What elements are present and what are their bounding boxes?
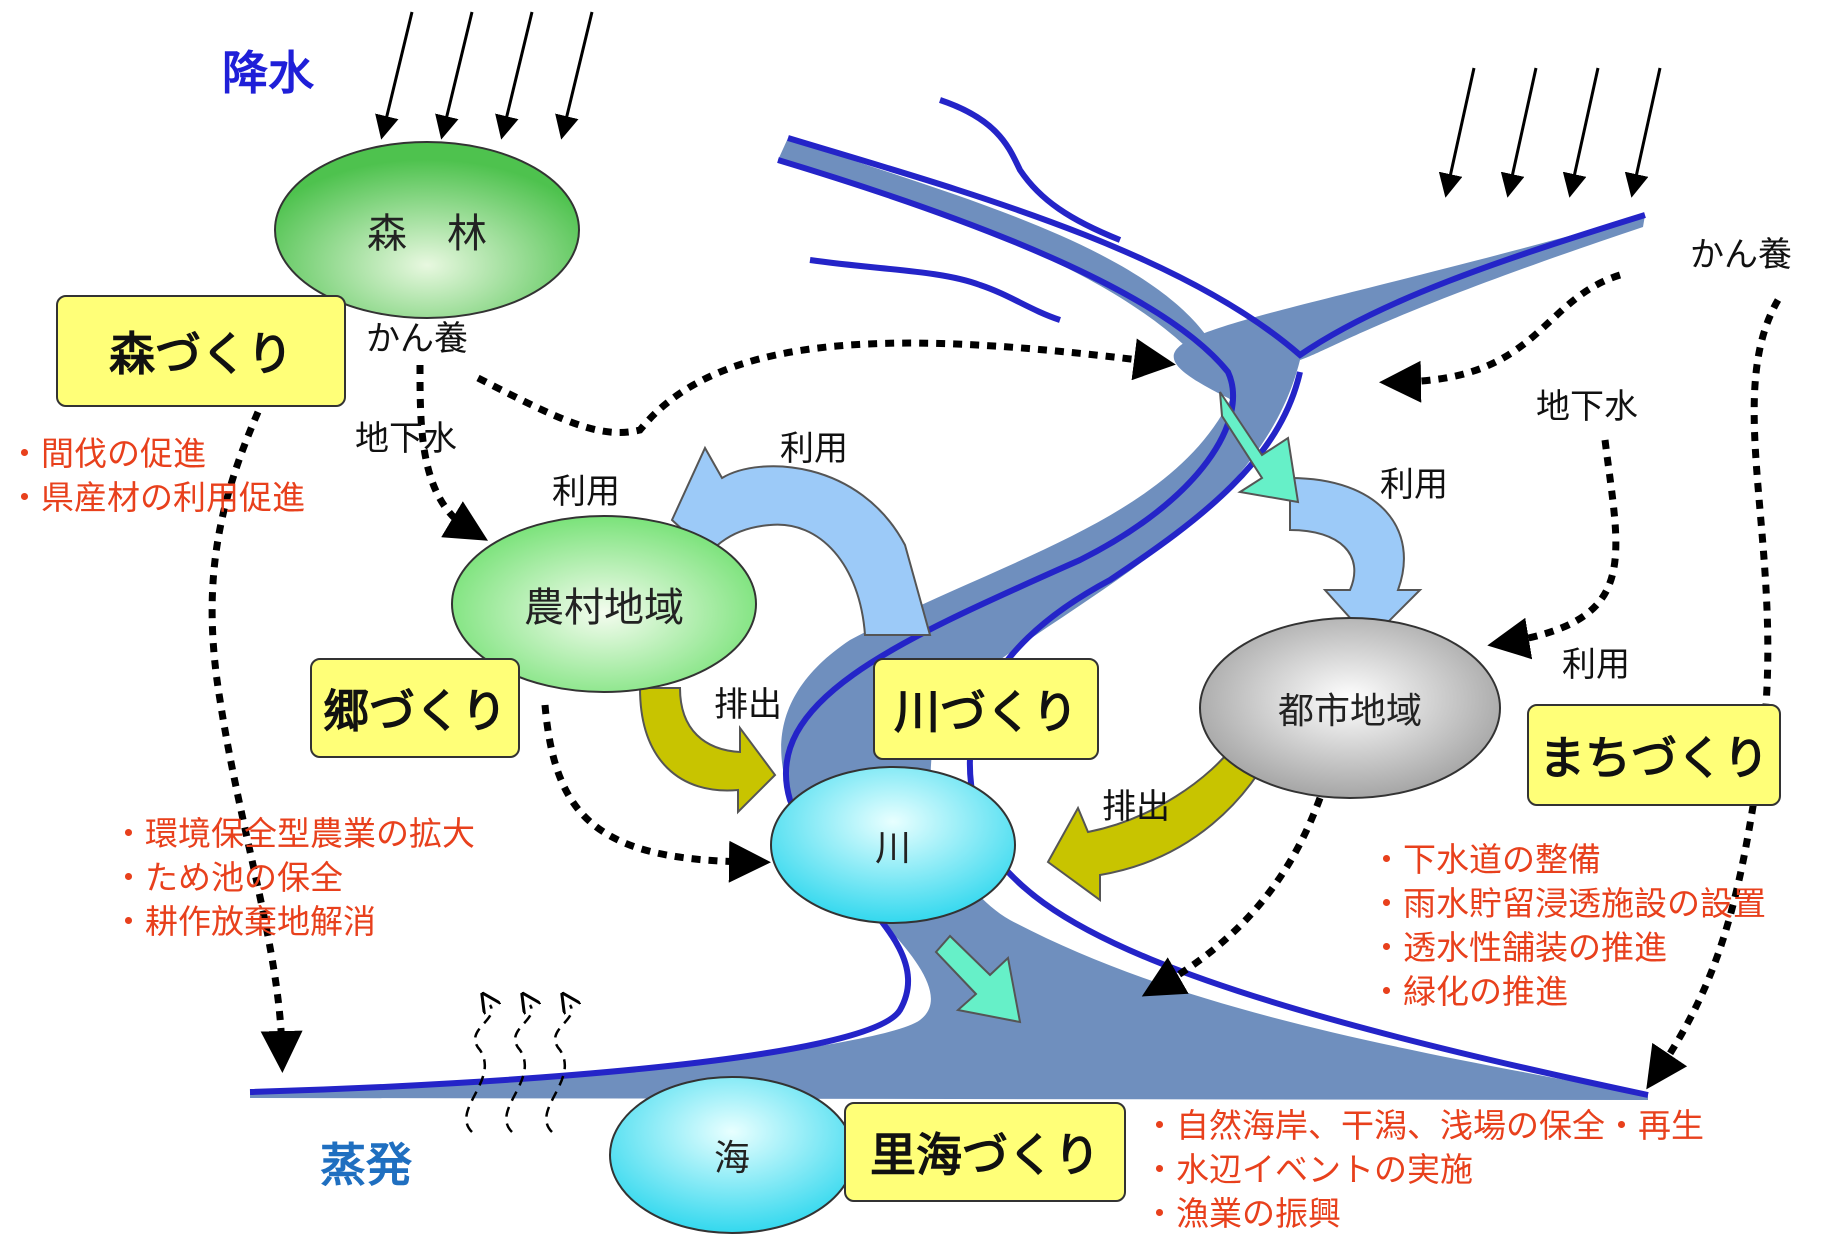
forest-making-box: 森づくり — [56, 295, 346, 407]
forest-measures: ・間伐の促進 ・県産材の利用促進 — [8, 432, 305, 520]
sea-measures: ・自然海岸、干潟、浅場の保全・再生 ・水辺イベントの実施 ・漁業の振興 — [1143, 1104, 1704, 1234]
recharge-label-right: かん養 — [1690, 235, 1792, 275]
city-measure-item: ・雨水貯留浸透施設の設置 — [1370, 884, 1766, 923]
discharge-arrow-farm-to-river — [638, 687, 777, 815]
river-making-box: 川づくり — [873, 658, 1099, 760]
farm-measure-item: ・耕作放棄地解消 — [112, 902, 376, 941]
city-measures: ・下水道の整備 ・雨水貯留浸透施設の設置 ・透水性舗装の推進 ・緑化の推進 — [1370, 838, 1766, 1014]
tributary-lower — [809, 257, 1061, 323]
flow-right-recharge-to-sea — [1646, 298, 1782, 1090]
discharge-label-farm: 排出 — [714, 685, 782, 725]
farm-node-shape — [451, 515, 757, 693]
river-node-shape — [770, 766, 1016, 924]
flow-arrow-lower — [934, 934, 1022, 1024]
recharge-label-left: かん養 — [366, 319, 468, 359]
river-node-label: 川 — [874, 828, 911, 869]
flow-arrow-upper — [1219, 391, 1300, 504]
city-node-label: 都市地域 — [1277, 691, 1422, 732]
use-label-city-right: 利用 — [1562, 645, 1630, 685]
farm-node-label: 農村地域 — [524, 585, 684, 631]
forest-node-label: 森 林 — [367, 211, 487, 257]
use-label-city-top: 利用 — [1380, 465, 1448, 505]
city-node-shape — [1199, 617, 1501, 799]
sea-measure-item: ・水辺イベントの実施 — [1143, 1150, 1473, 1189]
town-making-box: まちづくり — [1527, 704, 1781, 806]
use-label-farm-left: 利用 — [552, 472, 620, 512]
discharge-label-city: 排出 — [1102, 787, 1170, 827]
evaporation-label: 蒸発 — [320, 1138, 412, 1192]
flow-forest-to-river — [476, 338, 1176, 436]
river-bank-right-lower — [966, 371, 1649, 1098]
sea-node-label: 海 — [713, 1138, 750, 1179]
use-arrow-river-to-city — [1289, 476, 1423, 642]
rain-arrows-right — [1438, 67, 1662, 198]
city-measure-item: ・透水性舗装の推進 — [1370, 928, 1667, 967]
tributary-upper — [939, 97, 1122, 243]
flow-forest-to-sea — [208, 410, 303, 1073]
forest-node-shape — [274, 141, 580, 319]
river-banks — [249, 97, 1649, 1098]
sea-measure-item: ・漁業の振興 — [1143, 1194, 1341, 1233]
farm-measure-item: ・環境保全型農業の拡大 — [112, 814, 475, 853]
river-bank-right — [787, 135, 1646, 359]
flow-right-groundwater-to-city — [1487, 439, 1620, 660]
farm-measure-item: ・ため池の保全 — [112, 858, 343, 897]
sea-measure-item: ・自然海岸、干潟、浅場の保全・再生 — [1143, 1106, 1704, 1145]
use-label-farm-top: 利用 — [780, 429, 848, 469]
forest-measure-item: ・県産材の利用促進 — [8, 478, 305, 517]
rain-arrows-left — [375, 11, 594, 140]
evaporation-arrows — [465, 1005, 571, 1133]
forest-measure-item: ・間伐の促進 — [8, 434, 206, 473]
discharge-arrow-city-to-river — [1046, 736, 1280, 902]
city-measure-item: ・下水道の整備 — [1370, 840, 1601, 879]
satoumi-making-box: 里海づくり — [844, 1102, 1126, 1202]
flow-farm-to-river — [541, 704, 771, 883]
flow-right-recharge-to-river — [1379, 271, 1622, 403]
groundwater-label-left: 地下水 — [355, 419, 457, 459]
village-making-box: 郷づくり — [310, 658, 520, 758]
river-bank-left — [249, 157, 1236, 1095]
flow-city-to-river — [1141, 796, 1324, 997]
groundwater-label-right: 地下水 — [1536, 387, 1638, 427]
city-measure-item: ・緑化の推進 — [1370, 972, 1568, 1011]
flow-forest-to-farm — [416, 364, 488, 541]
groundwater-flows — [208, 271, 1782, 1090]
farm-measures: ・環境保全型農業の拡大 ・ため池の保全 ・耕作放棄地解消 — [112, 812, 475, 944]
precipitation-label: 降水 — [222, 46, 314, 100]
